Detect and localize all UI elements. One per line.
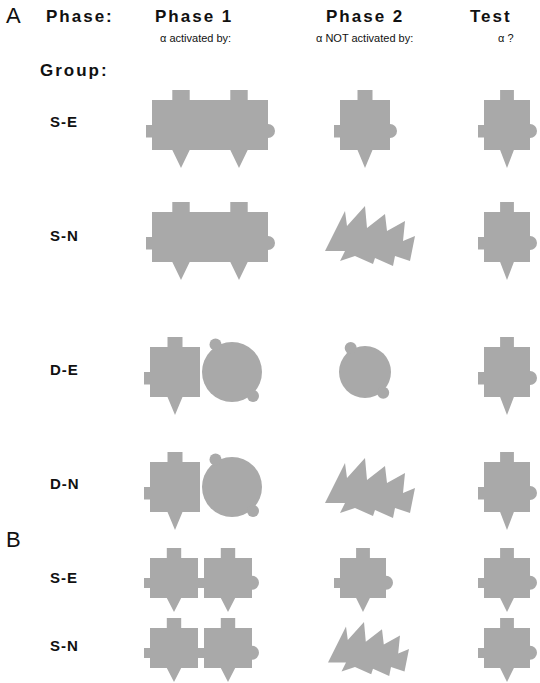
stimulus-shape	[334, 548, 393, 612]
column-heading: Phase 1	[155, 8, 233, 27]
stimulus-shape	[247, 390, 259, 402]
group-label: S-E	[50, 570, 78, 587]
group-label: D-N	[50, 476, 80, 493]
stimulus-shape	[328, 622, 409, 676]
row-heading: Group:	[40, 62, 109, 81]
stimulus-shape	[210, 338, 222, 350]
stimulus-shape	[345, 342, 357, 354]
stimulus-shape	[198, 548, 259, 612]
stimulus-shape	[210, 453, 222, 465]
stimulus-shape	[144, 618, 198, 682]
stimulus-shape	[478, 90, 537, 168]
stimulus-shape	[478, 452, 537, 530]
column-heading: Test	[470, 8, 512, 27]
panel-letter: A	[6, 4, 21, 28]
stimulus-shape	[144, 452, 200, 530]
group-label: S-E	[50, 114, 78, 131]
stimulus-shape	[325, 458, 415, 518]
column-heading: Phase:	[46, 8, 114, 27]
stimulus-shape	[144, 337, 200, 415]
stimulus-shape	[146, 202, 275, 280]
stimulus-shape	[334, 90, 397, 168]
stimulus-shape	[377, 387, 389, 399]
stimulus-shape	[247, 505, 259, 517]
stimulus-shape	[339, 346, 391, 398]
stimulus-shape	[325, 206, 415, 266]
panel-letter: B	[6, 528, 21, 552]
column-subheading: α ?	[498, 32, 514, 44]
column-subheading: α activated by:	[160, 32, 231, 44]
stimulus-shape	[478, 337, 537, 415]
stimulus-shape	[144, 548, 198, 612]
stimulus-shape	[202, 342, 262, 402]
stimulus-shape	[478, 548, 537, 612]
column-subheading: α NOT activated by:	[316, 32, 413, 44]
group-label: D-E	[50, 362, 79, 379]
stimulus-shape	[146, 90, 275, 168]
group-label: S-N	[50, 638, 79, 655]
stimulus-shape	[198, 618, 259, 682]
stimulus-shape	[478, 202, 537, 280]
stimulus-shape	[202, 457, 262, 517]
group-label: S-N	[50, 228, 79, 245]
column-heading: Phase 2	[326, 8, 404, 27]
stimulus-shape	[478, 618, 537, 682]
